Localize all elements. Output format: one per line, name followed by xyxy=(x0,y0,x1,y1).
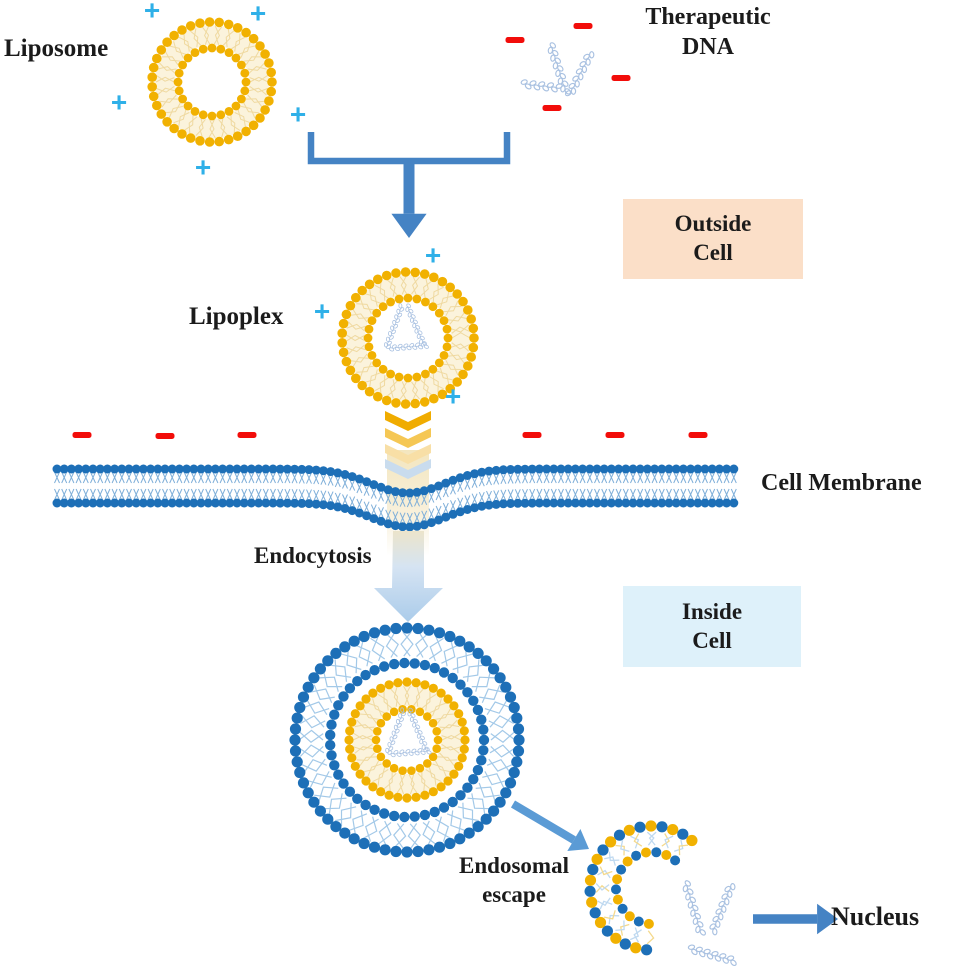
negative-charge-symbol xyxy=(522,432,542,438)
positive-charge-symbol: + xyxy=(445,381,461,412)
positive-charge-symbol: + xyxy=(314,296,330,327)
nucleus-arrow xyxy=(753,903,838,935)
negative-charge-symbol xyxy=(605,432,625,438)
positive-charge-symbol: + xyxy=(425,240,441,271)
inside-cell-box: Inside Cell xyxy=(623,586,801,667)
negative-charges xyxy=(72,23,708,439)
endosome-graphic xyxy=(289,622,525,858)
nucleus-label: Nucleus xyxy=(831,902,920,931)
ruptured-endosome-graphic xyxy=(584,820,698,956)
inside-cell-label-line1: Inside xyxy=(681,598,743,624)
negative-charge-symbol xyxy=(573,23,593,29)
positive-charges: + + + + + + + + xyxy=(111,0,461,412)
positive-charge-symbol: + xyxy=(250,0,266,29)
negative-charge-symbol xyxy=(611,75,631,81)
lipoplex-graphic xyxy=(337,267,479,409)
positive-charge-symbol: + xyxy=(195,152,211,183)
inside-cell-label-line2: Cell xyxy=(692,627,732,653)
endosomal-escape-arrow xyxy=(510,800,589,851)
negative-charge-symbol xyxy=(237,432,257,438)
negative-charge-symbol xyxy=(155,433,175,439)
therapeutic-dna-graphic xyxy=(520,42,595,97)
negative-charge-symbol xyxy=(542,105,562,111)
positive-charge-symbol: + xyxy=(111,87,127,118)
endosomal-escape-label-line1: Endosomal xyxy=(459,853,569,878)
liposome-graphic xyxy=(147,17,277,147)
endosomal-escape-label-line2: escape xyxy=(482,881,546,907)
combine-bracket-arrow xyxy=(307,132,511,238)
endocytosis-arrow xyxy=(374,531,443,622)
released-dna-graphic xyxy=(682,880,737,967)
endosomal-escape-label: Endosomal escape xyxy=(440,852,588,910)
outside-cell-label-line1: Outside xyxy=(674,211,752,237)
liposome-label: Liposome xyxy=(4,35,109,62)
lipoplex-label: Lipoplex xyxy=(189,303,284,330)
negative-charge-symbol xyxy=(505,37,525,43)
therapeutic-dna-label-line1: Therapeutic xyxy=(645,4,771,30)
endocytosis-label: Endocytosis xyxy=(254,543,372,568)
positive-charge-symbol: + xyxy=(290,99,306,130)
negative-charge-symbol xyxy=(688,432,708,438)
outside-cell-box: Outside Cell xyxy=(623,199,803,279)
positive-charge-symbol: + xyxy=(144,0,160,26)
outside-cell-label-line2: Cell xyxy=(693,240,733,265)
cell-membrane-graphic xyxy=(52,464,739,532)
therapeutic-dna-label: Therapeutic DNA xyxy=(618,2,798,62)
cell-membrane-label: Cell Membrane xyxy=(761,470,922,496)
therapeutic-dna-label-line2: DNA xyxy=(682,34,734,60)
entry-chevron-arrows xyxy=(385,411,431,479)
negative-charge-symbol xyxy=(72,432,92,438)
